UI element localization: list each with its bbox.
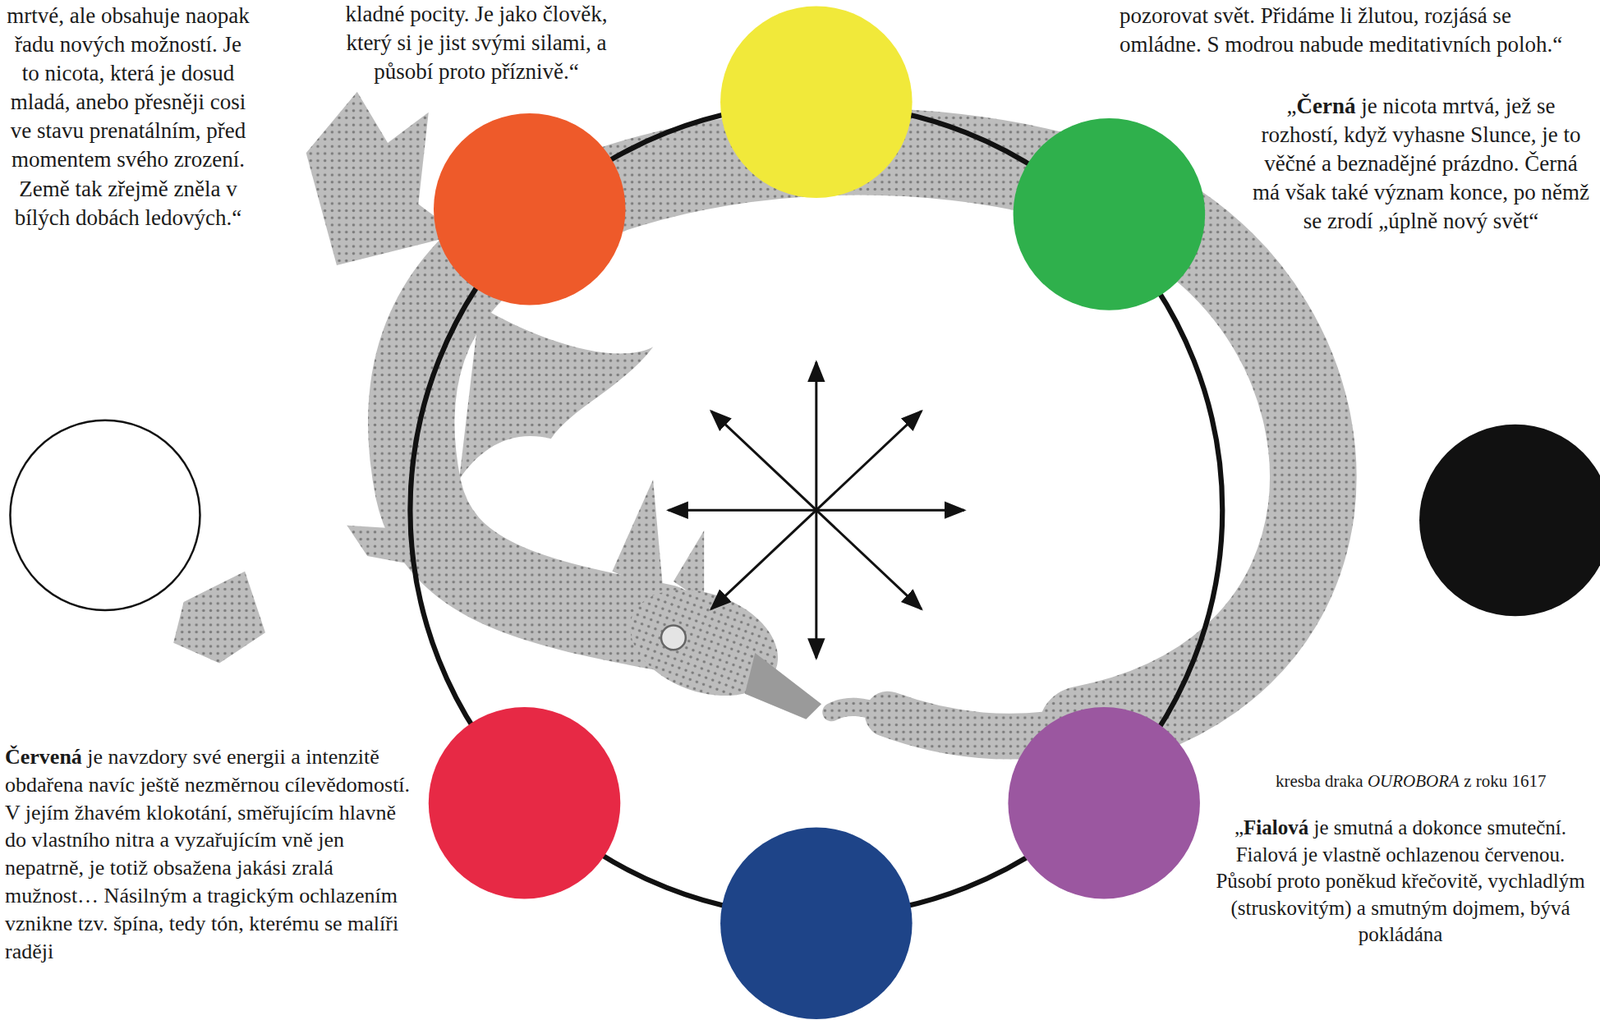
quote-text: kladné pocity. Je jako člověk, který si … [332, 0, 621, 87]
orange-disc [433, 113, 626, 306]
dragon-wing [306, 91, 460, 266]
quote-text: „Černá je nicota mrtvá, jež se rozhostí,… [1248, 91, 1594, 236]
dragon-foot [173, 571, 266, 664]
arrow [816, 510, 922, 610]
dragon-beak [744, 652, 822, 720]
yellow-disc [720, 5, 913, 198]
wheel-ring [409, 104, 1223, 917]
ouroboros-dragon [173, 91, 1314, 737]
blue-disc [720, 827, 913, 1020]
arrow [816, 509, 965, 512]
arrow [814, 362, 818, 511]
black-disc [1419, 424, 1600, 617]
quote-text: pozorovat svět. Přidáme li žlutou, rozjá… [1119, 1, 1595, 60]
white-disc [9, 420, 200, 611]
quote-text: mrtvé, ale obsahuje naopak řadu nových m… [4, 1, 252, 233]
dragon-wing-membrane [459, 306, 653, 480]
quote-text: „Fialová je smutná a dokonce smuteční. F… [1207, 814, 1594, 949]
green-disc [1013, 118, 1206, 311]
arrow [711, 510, 817, 610]
red-disc [428, 707, 621, 900]
direction-arrows [668, 362, 965, 658]
dragon-eye [661, 625, 686, 651]
violet-disc [1007, 707, 1200, 900]
dragon-wing [346, 525, 449, 572]
arrow [711, 411, 817, 511]
arrow [816, 411, 922, 511]
dragon-crest [611, 479, 663, 593]
figure-caption: kresba draka OUROBORA z roku 1617 [1275, 770, 1588, 793]
quote-text: Červená je navzdory své energii a intenz… [4, 743, 420, 966]
arrow [668, 509, 817, 512]
dragon-tail-tip [831, 707, 888, 715]
arrow [814, 510, 818, 658]
